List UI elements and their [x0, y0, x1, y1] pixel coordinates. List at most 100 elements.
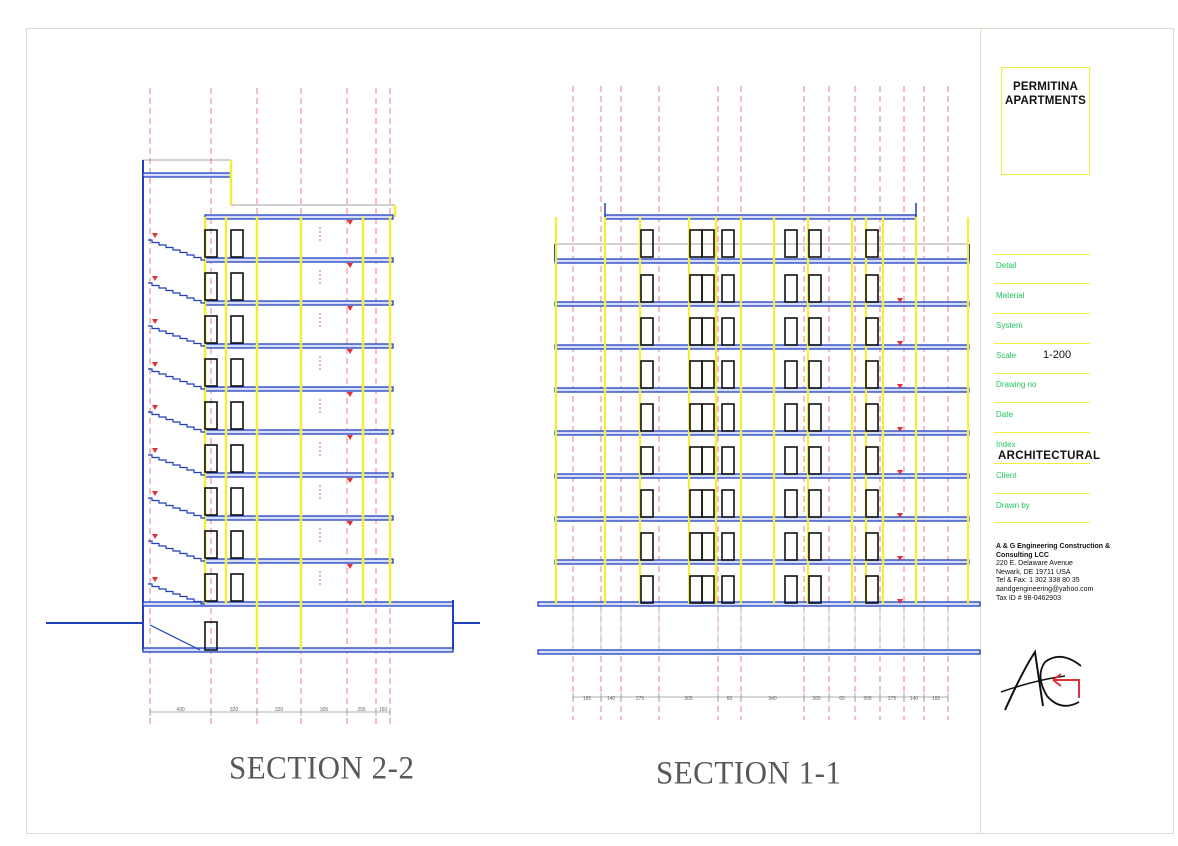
door-opening [230, 229, 244, 258]
door-opening [204, 401, 218, 430]
level-marker [152, 362, 158, 367]
field-label-drawing-no: Drawing no [996, 380, 1037, 389]
dimension-label: 340 [768, 696, 777, 702]
level-marker [152, 276, 158, 281]
level-marker [347, 349, 353, 354]
door-opening [701, 274, 715, 303]
roof-slab [604, 214, 917, 220]
dimension-label: 275 [888, 696, 897, 702]
level-marker [347, 263, 353, 268]
stair-roof-slab [142, 172, 232, 178]
stair-flight [148, 325, 205, 347]
stair-flight [148, 282, 205, 304]
floor-slab [204, 515, 394, 521]
stair-flight [148, 411, 205, 433]
stair-flight [148, 239, 205, 261]
door-opening [640, 403, 654, 432]
door-opening [808, 274, 822, 303]
level-marker [897, 341, 903, 346]
level-marker [152, 448, 158, 453]
floor-slab [204, 257, 394, 263]
door-opening [865, 360, 879, 389]
company-address1: 220 E. Delaware Avenue [996, 560, 1073, 568]
door-opening [808, 229, 822, 258]
dimension-label: 140 [910, 696, 919, 702]
door-opening [784, 489, 798, 518]
door-opening [230, 573, 244, 602]
door-opening [230, 401, 244, 430]
floor-slab [204, 558, 394, 564]
floor-slab [554, 258, 970, 264]
stair-flight [148, 540, 205, 562]
door-opening [808, 532, 822, 561]
field-rule [994, 522, 1090, 523]
field-label-index: Index [996, 440, 1016, 449]
floor-slab [554, 559, 970, 565]
project-name-line2: APARTMENTS [1004, 95, 1086, 107]
door-opening [808, 489, 822, 518]
door-opening [640, 575, 654, 604]
stair-flight [148, 454, 205, 476]
level-marker [152, 491, 158, 496]
dimension-label: 60 [839, 696, 845, 702]
project-name-line1: PERMITINA [1012, 81, 1079, 93]
dimension-label: 140 [607, 696, 616, 702]
company-info: A & G Engineering Construction & Consult… [996, 543, 1166, 603]
level-marker [152, 577, 158, 582]
dimension-label: 305 [863, 696, 872, 702]
level-marker [347, 564, 353, 569]
door-opening [689, 532, 703, 561]
door-opening [689, 403, 703, 432]
door-opening [640, 446, 654, 475]
door-opening [784, 403, 798, 432]
field-label-client: Client [996, 471, 1017, 480]
field-label-date: Date [996, 410, 1013, 419]
door-opening [784, 274, 798, 303]
level-marker [897, 298, 903, 303]
door-opening [640, 360, 654, 389]
field-rule [994, 343, 1090, 344]
stair-flight [148, 583, 205, 605]
door-opening [721, 229, 735, 258]
basement-stair [149, 624, 201, 651]
dimension-label: 205 [357, 707, 366, 713]
door-opening [640, 532, 654, 561]
company-phone: Tel & Fax: 1 302 338 80 35 [996, 577, 1080, 585]
level-marker [152, 534, 158, 539]
door-opening [784, 360, 798, 389]
door-opening [689, 360, 703, 389]
level-marker [347, 306, 353, 311]
level-marker [347, 521, 353, 526]
project-name: PERMITINA APARTMENTS [1003, 80, 1088, 108]
door-opening [640, 229, 654, 258]
door-opening [865, 403, 879, 432]
door-opening [865, 229, 879, 258]
door-opening [689, 489, 703, 518]
floor-slab [554, 387, 970, 393]
field-rule [994, 313, 1090, 314]
door-opening [701, 532, 715, 561]
door-opening [701, 575, 715, 604]
door-opening [701, 446, 715, 475]
field-label-system: System [996, 321, 1023, 330]
field-value-scale: 1-200 [1043, 349, 1072, 361]
door-opening [689, 575, 703, 604]
floor-slab [554, 473, 970, 479]
dimension-label: 60 [727, 696, 733, 702]
door-opening [640, 317, 654, 346]
level-marker [347, 220, 353, 225]
door-opening [701, 360, 715, 389]
level-marker [897, 427, 903, 432]
door-opening [784, 575, 798, 604]
door-opening [784, 446, 798, 475]
company-address2: Newark, DE 19711 USA [996, 568, 1071, 576]
company-name-line2: Consulting LCC [996, 551, 1049, 559]
company-email: aandgengineering@yahoo.com [996, 585, 1094, 593]
field-rule [994, 463, 1090, 464]
company-tax-id: Tax ID # 98-0462903 [996, 594, 1061, 602]
level-marker [152, 405, 158, 410]
field-rule [994, 493, 1090, 494]
door-opening [230, 444, 244, 473]
door-opening [689, 446, 703, 475]
floor-slab [554, 430, 970, 436]
